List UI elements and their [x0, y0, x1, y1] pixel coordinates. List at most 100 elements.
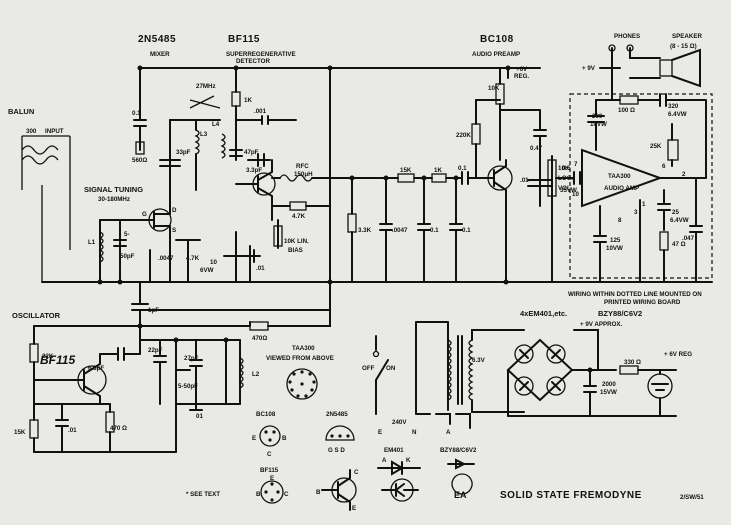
- l2-label: L2: [252, 371, 260, 378]
- npn-c-label: C: [354, 469, 359, 476]
- c64vw-label: 6.4VW: [668, 111, 687, 118]
- preamp-stage: BC108 AUDIO PREAMP +6V REG. 10K 220K 0.4…: [456, 34, 573, 283]
- zener-label: BZY88/C6V2: [598, 309, 642, 318]
- detector-part-label: BF115: [228, 34, 260, 45]
- detector-stage: BF115 SUPERREGENERATIVE DETECTOR 1K L4 .…: [200, 34, 331, 283]
- c22p-label: 22pF: [148, 347, 163, 354]
- c33p-label: 33pF: [176, 149, 191, 156]
- c2000-label: 2000: [602, 381, 616, 388]
- c125-label: 125: [610, 237, 621, 244]
- c01d-label: 0.1: [462, 227, 471, 234]
- c05-label: 0.5: [562, 165, 571, 172]
- r220k-label: 220K: [456, 132, 471, 139]
- audio-amp-label: AUDIO AMP: [604, 185, 639, 192]
- bf115-pinout: BF115 E B C: [256, 467, 289, 504]
- rfc-label: RFC: [296, 163, 309, 170]
- plus6v-label: +6V: [516, 66, 528, 73]
- c27p-label: 27pF: [184, 355, 199, 362]
- c50p-label: 50pF: [120, 253, 135, 260]
- bf115-b-label: B: [256, 491, 261, 498]
- r470b-label: 470 Ω: [110, 425, 127, 432]
- 2n5485-pinout: 2N5485 G S D: [325, 411, 355, 454]
- fet-drain-label: D: [172, 207, 177, 214]
- tuning-range-label: 30-180MHz: [98, 196, 130, 203]
- npn-b-label: B: [316, 489, 321, 496]
- mixer-role-label: MIXER: [150, 51, 170, 58]
- pin3-label: 3: [634, 209, 638, 216]
- mixer-tank: 0.1 560Ω 33pF L3 27MHz: [132, 67, 221, 191]
- wiring-note-line2: PRINTED WIRING BOARD: [604, 299, 681, 306]
- c68p-label: 6.8pF: [88, 365, 104, 372]
- oscillator-stage: 1pF 470Ω OSCILLATOR BF115 22K 6.8pF 470 …: [12, 281, 331, 453]
- r10k2-label: 10K: [558, 165, 570, 172]
- l3-label: L3: [200, 131, 208, 138]
- legend-symbols: EM401 A K BZY88/C6V2: [377, 447, 477, 502]
- c001-label: .001: [254, 108, 267, 115]
- bf115-pin-label: BF115: [260, 467, 279, 474]
- c0047-label: .0047: [158, 255, 174, 262]
- em401-a-label: A: [382, 457, 387, 464]
- rfc-value-label: 150μH: [294, 171, 313, 178]
- r1k2-label: 1K: [434, 167, 442, 174]
- output-section: PHONES SPEAKER (8 - 15 Ω) + 9V: [582, 33, 702, 88]
- bzy-symbol-label: BZY88/C6V2: [440, 447, 477, 454]
- em401-k-label: K: [406, 457, 411, 464]
- taa300-pinout: TAA300 VIEWED FROM ABOVE: [266, 345, 334, 400]
- bc108-pinout: BC108 E B C: [252, 411, 287, 458]
- audio-filter: 3.3K .0047 15K 1K 0.1 0.1 0.1: [329, 165, 487, 283]
- c01g-label: 01: [196, 413, 203, 420]
- r10k-label: 10K: [488, 85, 500, 92]
- npn-symbol: B C E: [316, 469, 359, 512]
- c10-label: 10: [210, 259, 217, 266]
- pin1-label: 1: [642, 201, 646, 208]
- off-label: OFF: [362, 365, 375, 372]
- signal-tuning-label: SIGNAL TUNING: [84, 185, 143, 194]
- bf115-e-label: E: [270, 475, 274, 482]
- detector-role-label: SUPERREGENERATIVE: [226, 51, 296, 58]
- oscillator-part-label: BF115: [40, 353, 75, 367]
- title-label: SOLID STATE FREMODYNE: [500, 490, 642, 501]
- c35vw-label: 35VW: [560, 187, 577, 194]
- taa300-view-label: TAA300: [292, 345, 315, 352]
- c15vw-label: 15VW: [600, 389, 617, 396]
- em401-label: 4xEM401,etc.: [520, 309, 567, 318]
- bc108-pin-label: BC108: [256, 411, 276, 418]
- pot-10k-lin-label: 10K LIN.: [284, 238, 309, 245]
- r22k-label: 22K: [42, 353, 54, 360]
- oscillator-label: OSCILLATOR: [12, 311, 61, 320]
- r15k-label: 15K: [400, 167, 412, 174]
- input-label: INPUT: [45, 128, 64, 135]
- viewed-from-above-label: VIEWED FROM ABOVE: [266, 355, 334, 362]
- phones-label: PHONES: [614, 33, 640, 40]
- c10vw-label: 10VW: [590, 121, 607, 128]
- bc108-b-label: B: [282, 435, 287, 442]
- 27mhz-label: 27MHz: [196, 83, 216, 90]
- pin8-label: 8: [618, 217, 622, 224]
- r33k-label: 3.3K: [358, 227, 372, 234]
- power-supply: OFF ON 240V E N A 6.3V 4xEM401,etc. BZY8…: [362, 309, 692, 436]
- c0047b-label: .0047: [392, 227, 408, 234]
- junction-dots: [97, 65, 593, 373]
- c550p-label: 5-50pF: [178, 383, 198, 390]
- c047b-label: .047: [682, 235, 695, 242]
- c01e-label: 0.1: [458, 165, 467, 172]
- 2n5485-pin-label: 2N5485: [326, 411, 348, 418]
- pin7-label: 7: [574, 161, 578, 168]
- fet-gate-label: G: [142, 211, 147, 218]
- ea-logo: EA: [454, 490, 467, 500]
- input-300-label: 300: [26, 128, 37, 135]
- balun-input: BALUN 300 INPUT: [8, 107, 71, 282]
- ground-rail: [41, 247, 713, 283]
- c320-label: 320: [668, 103, 679, 110]
- r47-label: 47 Ω: [672, 241, 686, 248]
- c200-label: 200: [592, 113, 603, 120]
- balun-label: BALUN: [8, 107, 34, 116]
- code-label: 2/SW/51: [680, 494, 704, 501]
- em401-symbol-label: EM401: [384, 447, 404, 454]
- c64vw2-label: 6.4VW: [670, 217, 689, 224]
- c047-label: 0.47: [530, 145, 543, 152]
- plus9v-label: + 9V: [582, 65, 596, 72]
- bc108-e-label: E: [252, 435, 256, 442]
- r100-label: 100 Ω: [618, 107, 635, 114]
- l1-label: L1: [88, 239, 96, 246]
